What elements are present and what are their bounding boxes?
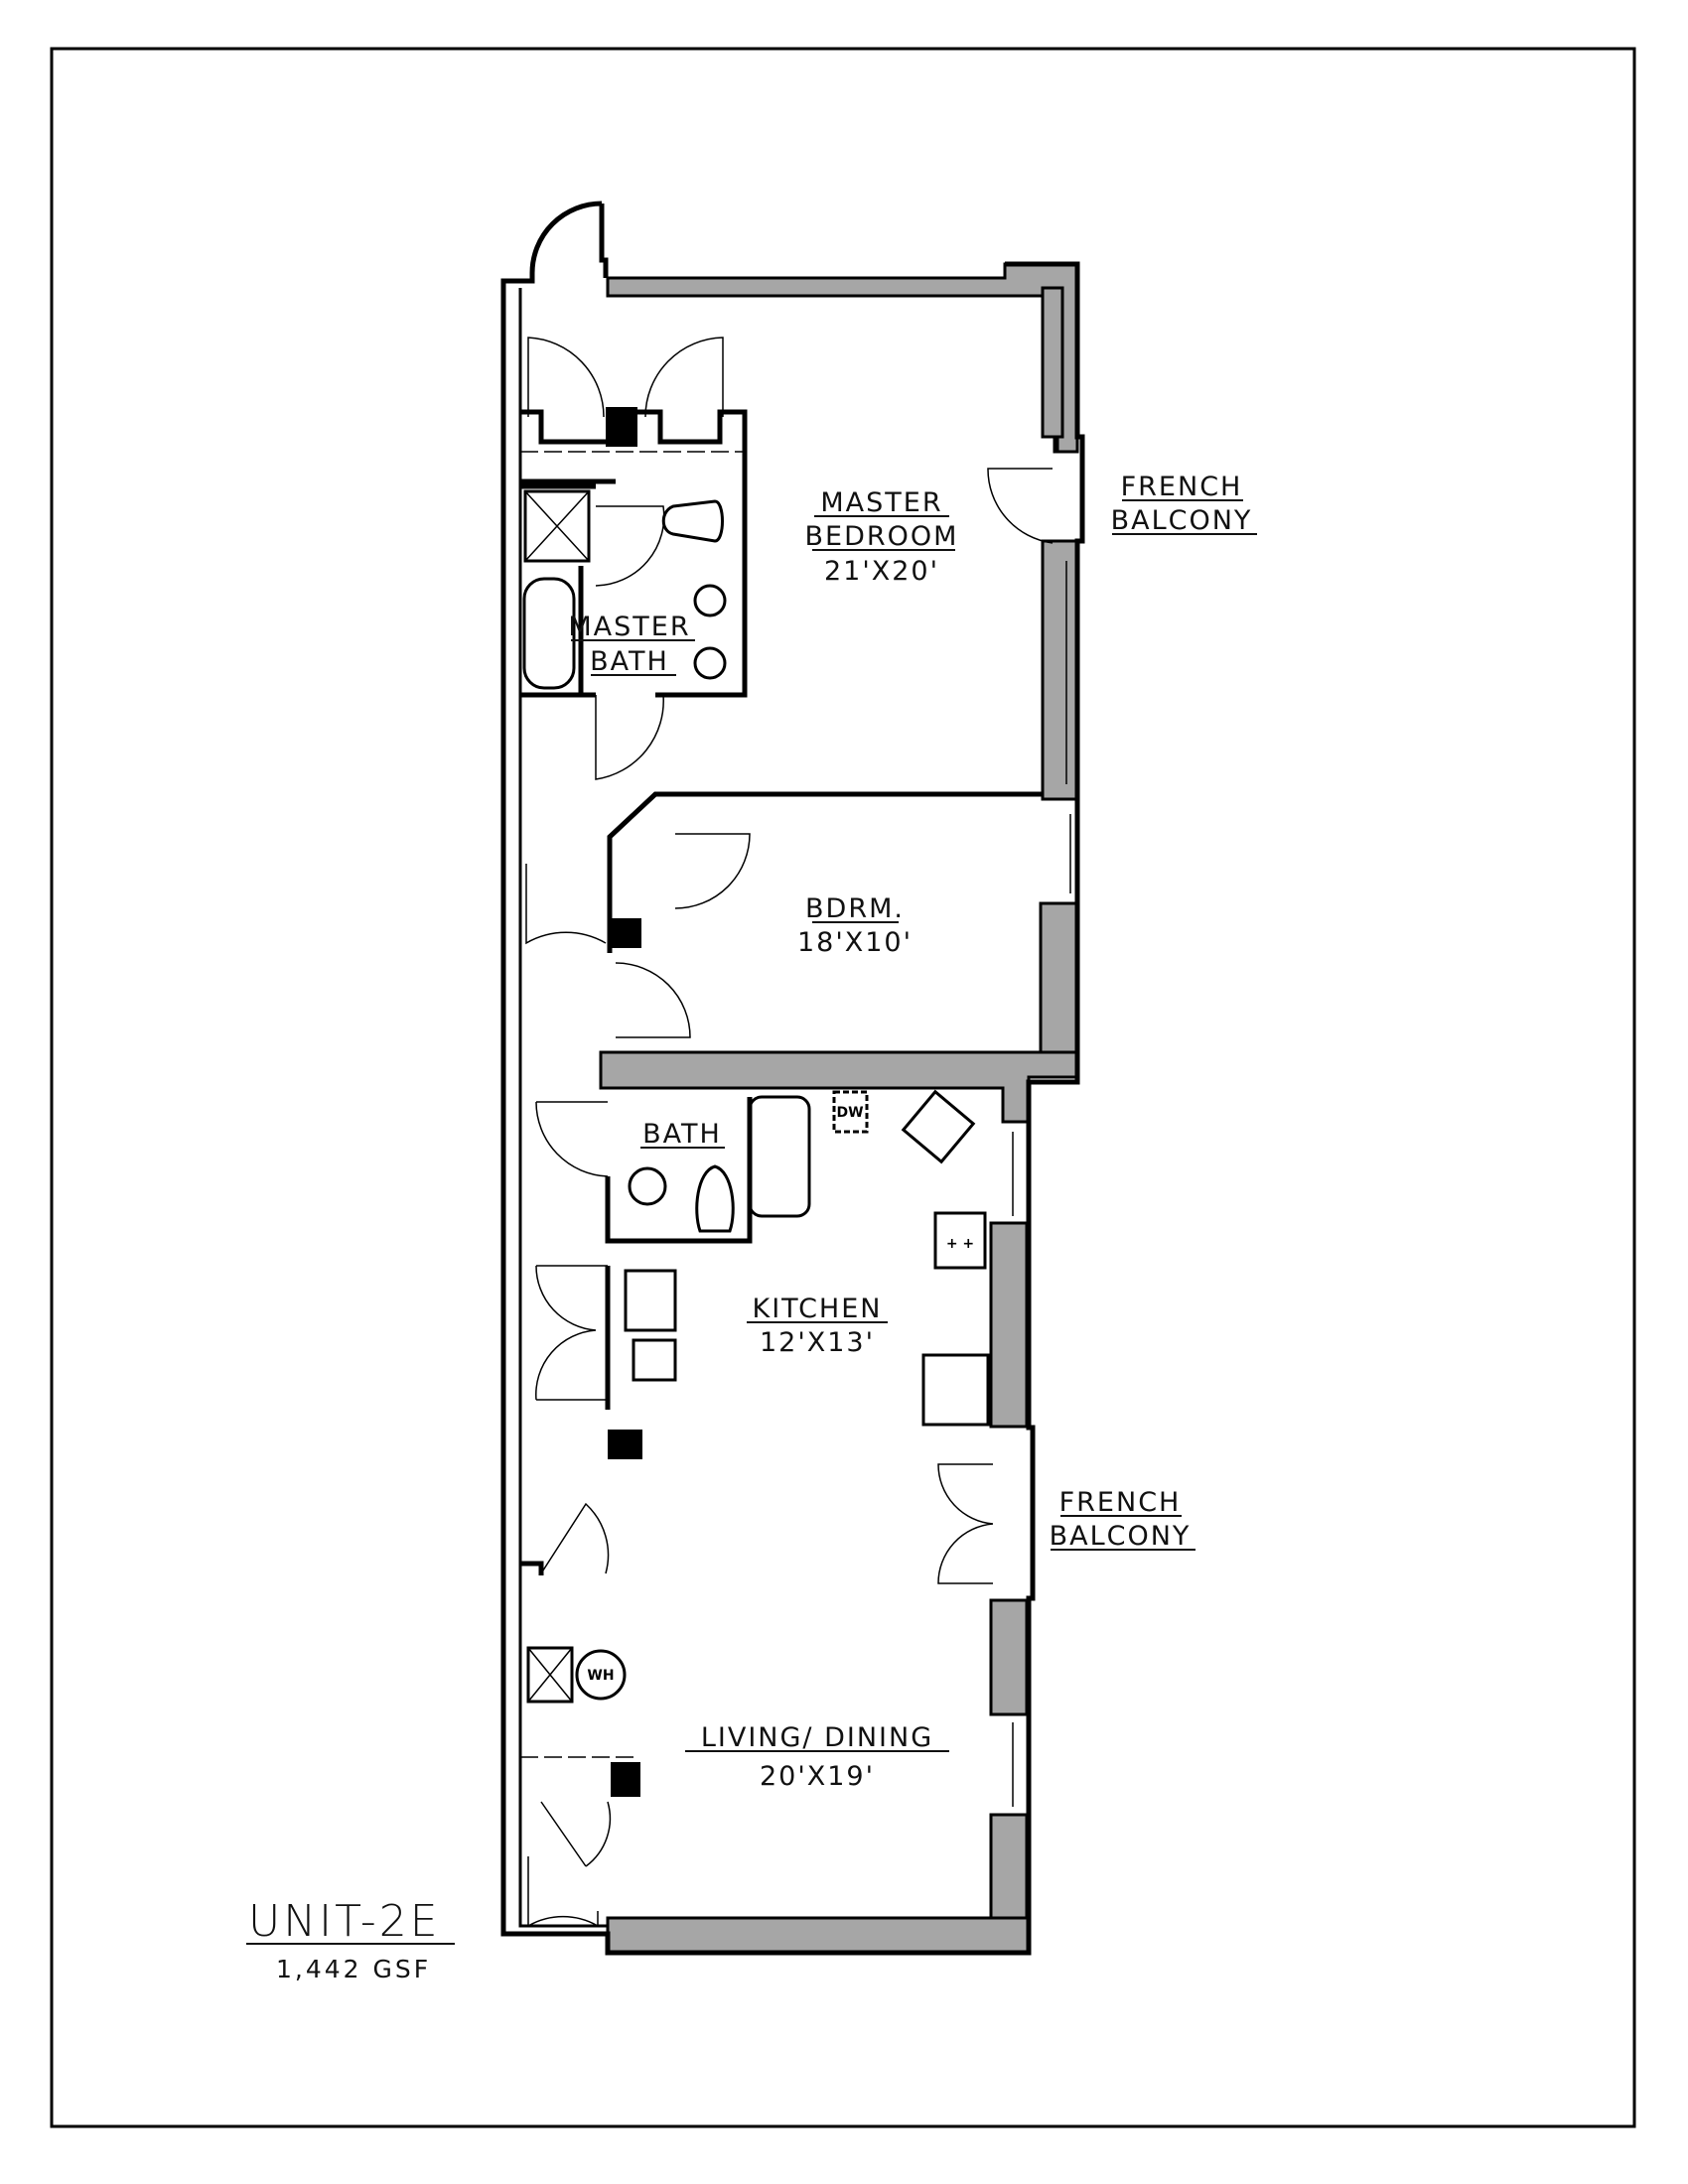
doors	[525, 337, 1054, 1928]
kitchen-right-wall	[989, 1221, 1029, 1429]
water-heater	[575, 1649, 627, 1701]
balcony-door	[987, 468, 1054, 544]
room-labels: MASTER BEDROOM 21'X20' MASTER BATH BDRM.…	[246, 472, 1257, 1983]
bath-door	[535, 1101, 609, 1177]
walls	[500, 201, 1085, 1956]
sink-icon	[628, 1166, 667, 1206]
outer-outline	[500, 201, 1085, 1956]
master-bath-door	[595, 694, 664, 780]
refrigerator	[921, 1353, 990, 1427]
living-right-wall	[989, 1598, 1029, 1716]
living-right-wall-lower	[989, 1813, 1029, 1926]
balcony-2-label-2: BALCONY	[1050, 1521, 1192, 1552]
closet-door	[674, 833, 751, 909]
wall-segment	[1041, 286, 1064, 439]
bedroom-divider-wall	[607, 791, 1043, 953]
left-exterior-wall	[599, 204, 609, 278]
closet-door	[540, 1801, 612, 1867]
range-stove	[933, 1211, 987, 1270]
toilet-icon	[661, 499, 724, 543]
unit-area: 1,442 GSF	[276, 1955, 431, 1983]
sink-icon	[693, 584, 727, 617]
master-bath-label-2: BATH	[590, 646, 669, 677]
bedroom-label: BDRM.	[805, 893, 905, 924]
fixtures: DW + + WH	[522, 489, 1071, 1807]
bedroom-door	[615, 962, 691, 1038]
sheet-border	[50, 47, 1636, 2128]
toilet-icon	[695, 1164, 735, 1233]
living-dining-label: LIVING/ DINING	[701, 1722, 933, 1753]
sink-icon	[693, 646, 727, 680]
column	[608, 1430, 642, 1459]
column	[606, 407, 637, 447]
closet-door	[527, 337, 605, 418]
water-heater-label: WH	[587, 1668, 614, 1684]
master-bath-label-1: MASTER	[568, 612, 690, 642]
washer	[624, 1269, 677, 1332]
master-bedroom-label-1: MASTER	[820, 487, 942, 518]
furnace	[526, 1646, 574, 1704]
balcony-1-label-1: FRENCH	[1121, 472, 1243, 502]
column	[611, 1762, 640, 1797]
hall-door	[525, 864, 607, 945]
sink-icon	[901, 1089, 976, 1164]
master-bedroom-size: 21'X20'	[824, 556, 939, 587]
furnace-cross	[527, 1647, 573, 1703]
utility-door	[540, 1502, 610, 1574]
bath-label: BATH	[642, 1119, 722, 1150]
utility-closet-wall	[520, 1561, 544, 1575]
dishwasher-label: DW	[836, 1105, 863, 1121]
living-dining-size: 20'X19'	[760, 1761, 875, 1792]
bedroom-size: 18'X10'	[797, 927, 913, 958]
wall-segment	[1039, 901, 1079, 1079]
master-bedroom-label-2: BEDROOM	[805, 521, 959, 552]
balcony-2-label-1: FRENCH	[1059, 1487, 1182, 1518]
dryer	[632, 1338, 677, 1382]
pantry-door	[535, 1265, 608, 1401]
bathtub	[522, 577, 576, 690]
closet-door	[644, 337, 724, 418]
column	[610, 918, 641, 948]
balcony-1-label-2: BALCONY	[1111, 505, 1253, 536]
bathtub	[748, 1095, 811, 1218]
wall-segment	[1041, 539, 1079, 801]
balcony-door	[937, 1463, 994, 1584]
bottom-exterior-wall	[606, 1916, 1031, 1955]
left-inner-wall	[518, 288, 608, 1928]
entry-door	[527, 1856, 599, 1928]
burner-icon: + +	[946, 1236, 974, 1252]
top-exterior-wall	[606, 262, 1079, 454]
dishwasher	[832, 1090, 869, 1134]
kitchen-label: KITCHEN	[753, 1294, 883, 1324]
kitchen-size: 12'X13'	[760, 1327, 875, 1358]
shower-drain	[524, 490, 590, 562]
closet-wall	[520, 409, 748, 698]
unit-name: UNIT-2E	[248, 1896, 441, 1947]
shower-door	[595, 505, 665, 587]
shower	[523, 489, 591, 563]
